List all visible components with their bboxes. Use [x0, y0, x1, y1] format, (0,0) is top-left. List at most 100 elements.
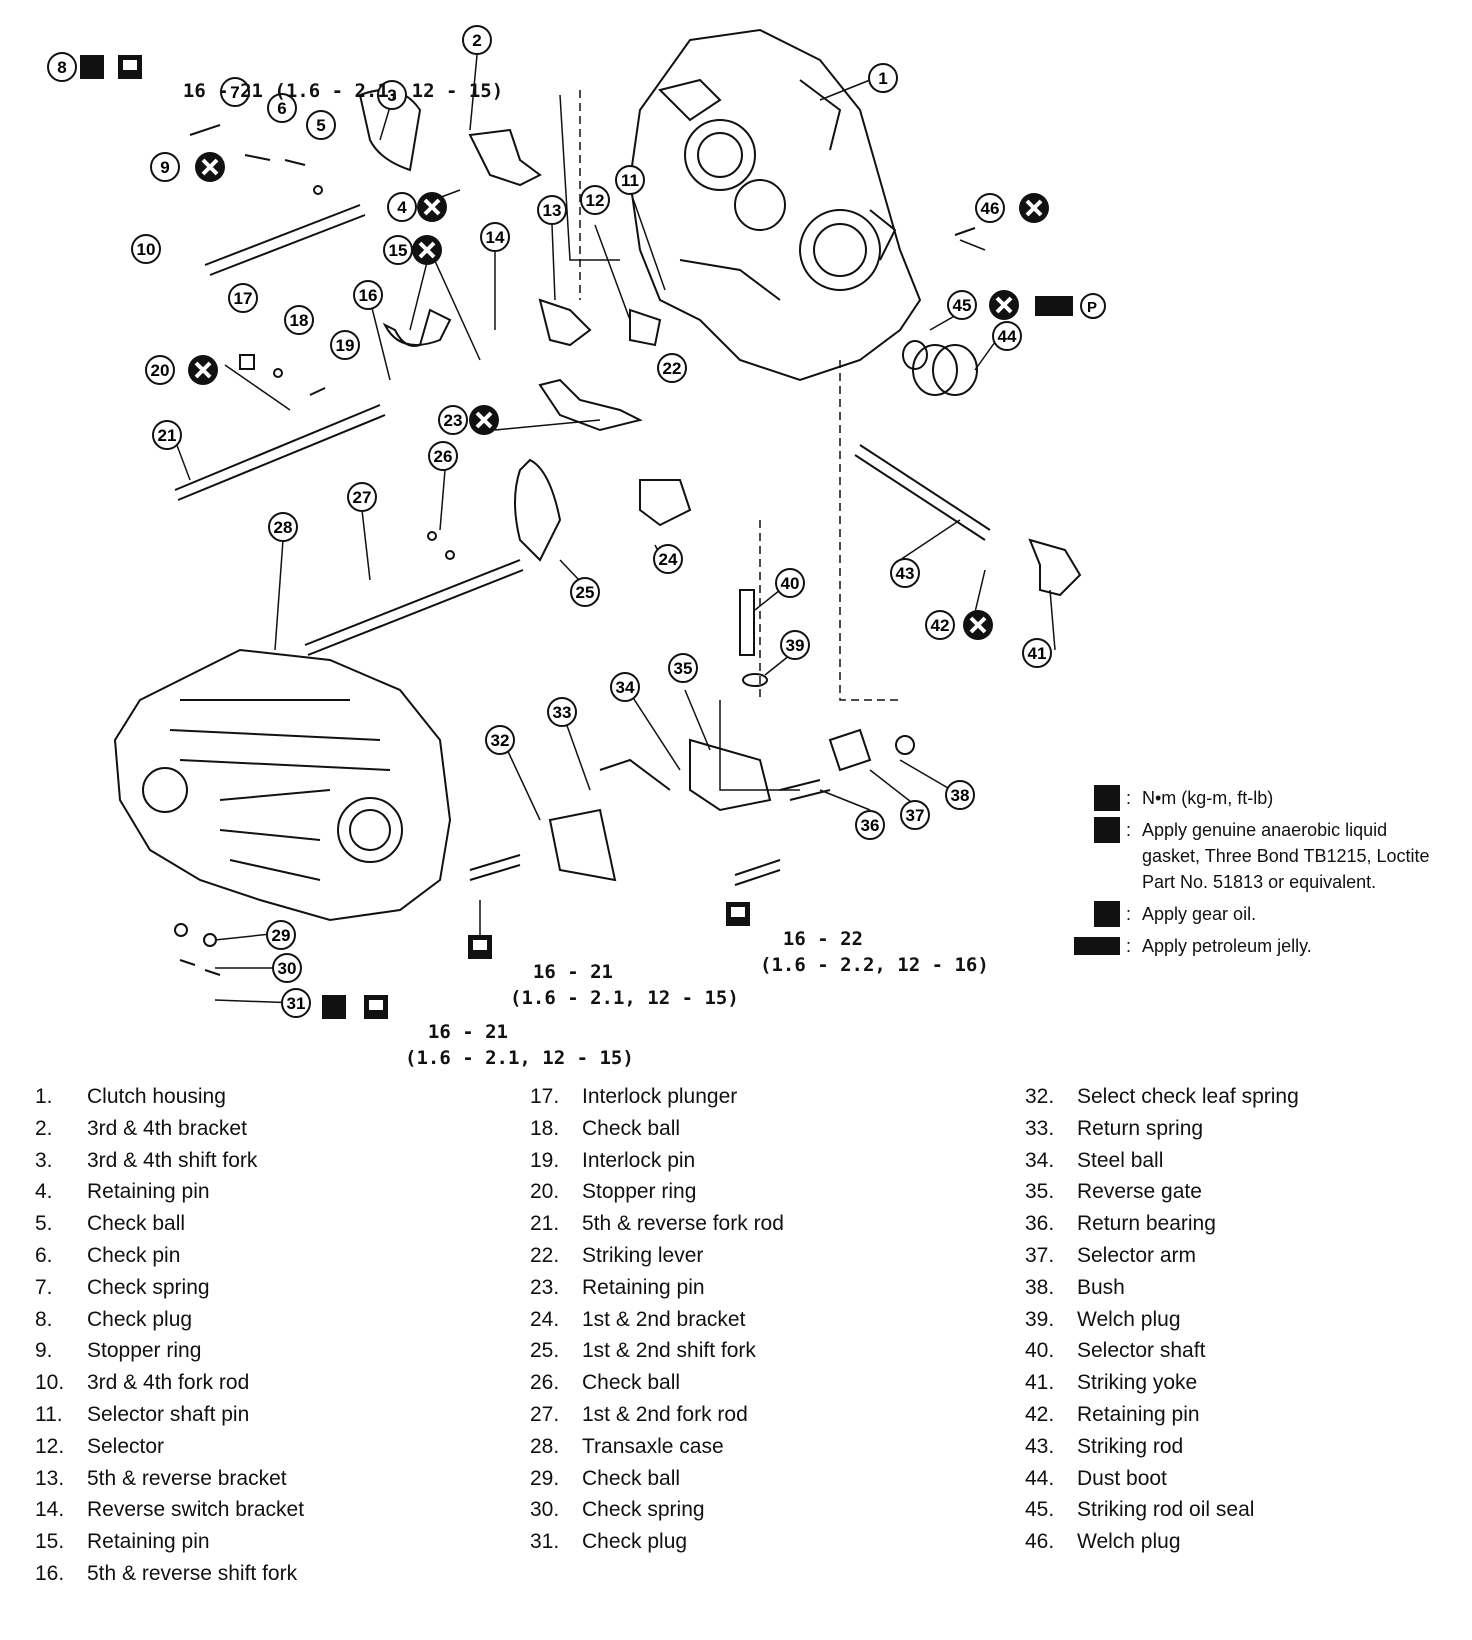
- callout-number: 41: [1028, 644, 1047, 663]
- part-list-item: 45.Striking rod oil seal: [1025, 1498, 1472, 1530]
- part-name: Selector arm: [1077, 1243, 1197, 1267]
- part-number: 22.: [530, 1243, 560, 1267]
- callout-number: 3: [387, 86, 396, 105]
- callout-number: 44: [998, 327, 1017, 346]
- callout-circle: [152, 420, 182, 450]
- part-list-item: 15.Retaining pin: [35, 1530, 505, 1562]
- dust-boot: [902, 340, 978, 396]
- part-name: Selector shaft pin: [87, 1402, 250, 1426]
- part-number: 32.: [1025, 1085, 1055, 1108]
- part-name: 1st & 2nd fork rod: [582, 1402, 748, 1426]
- part-number: 7.: [35, 1275, 53, 1299]
- exploded-parts-diagram: 1234567891011121314151617181920212223242…: [47, 25, 1082, 1018]
- part-name: 5th & reverse bracket: [87, 1466, 287, 1490]
- callout-number: 23: [444, 411, 463, 430]
- torque-label-check-plug-31: 16 - 21(1.6 - 2.1, 12 - 15): [405, 1021, 634, 1069]
- part-number: 13.: [35, 1466, 65, 1490]
- part-list-item: 29.Check ball: [530, 1467, 1000, 1499]
- callout-number: 35: [674, 659, 693, 678]
- part-name: Check ball: [582, 1371, 681, 1395]
- callout-number: 4: [397, 198, 407, 217]
- part-name: 5th & reverse fork rod: [582, 1212, 784, 1236]
- part-name: Check spring: [87, 1275, 210, 1299]
- part-list-item: 35.Reverse gate: [1025, 1180, 1472, 1212]
- part-name: Interlock plunger: [582, 1085, 738, 1108]
- callout-circle: [570, 577, 600, 607]
- callout-number: 32: [491, 731, 510, 750]
- part-number: 43.: [1025, 1434, 1055, 1458]
- callout-number: 36: [861, 816, 880, 835]
- callout-circle: [615, 165, 645, 195]
- callout-circle: [228, 283, 258, 313]
- part-number: 12.: [35, 1434, 65, 1458]
- part-number: 8.: [35, 1307, 53, 1331]
- part-number: 27.: [530, 1402, 560, 1426]
- callout-number: 33: [553, 703, 572, 722]
- part-name: 3rd & 4th fork rod: [87, 1371, 250, 1395]
- part-name: Selector shaft: [1077, 1339, 1206, 1363]
- callout-circle: [266, 920, 296, 950]
- callout-circle: [47, 52, 77, 82]
- part-list-item: 24.1st & 2nd bracket: [530, 1308, 1000, 1340]
- callout-number: 10: [137, 240, 156, 259]
- callout-circle: [428, 441, 458, 471]
- callout-circle: [947, 290, 977, 320]
- part-number: 20.: [530, 1180, 560, 1204]
- symbol-legend: : N•m (kg-m, ft-lb) : Apply genuine anae…: [1050, 785, 1430, 965]
- part-name: Welch plug: [1077, 1530, 1181, 1554]
- callout-number: 15: [389, 241, 408, 260]
- part-name: Retaining pin: [582, 1275, 705, 1299]
- callout-number: 43: [896, 564, 915, 583]
- part-list-item: 40.Selector shaft: [1025, 1339, 1472, 1371]
- callout-number: 25: [576, 583, 595, 602]
- part-name: Check ball: [582, 1466, 681, 1490]
- part-name: Transaxle case: [582, 1434, 724, 1458]
- callout-circle: [306, 110, 336, 140]
- fork-rods: [174, 204, 991, 656]
- torque-label-check-plug-8: 16 - 21 (1.6 - 2.1, 12 - 15): [182, 80, 504, 102]
- callout-number: 11: [621, 171, 639, 190]
- part-number: 26.: [530, 1371, 560, 1395]
- part-number: 41.: [1025, 1371, 1055, 1395]
- part-list-item: 36.Return bearing: [1025, 1212, 1472, 1244]
- callout-circle: [330, 330, 360, 360]
- part-number: 14.: [35, 1498, 65, 1522]
- callout-circle: [945, 780, 975, 810]
- part-list-item: 32.Select check leaf spring: [1025, 1085, 1472, 1117]
- callout-numbers: 1234567891011121314151617181920212223242…: [47, 25, 1052, 1018]
- torque-label-leaf-spring-bolt: 16 - 21(1.6 - 2.1, 12 - 15): [510, 961, 739, 1009]
- part-name: Bush: [1077, 1275, 1125, 1299]
- callout-circle: [281, 988, 311, 1018]
- part-name: Dust boot: [1077, 1466, 1167, 1490]
- part-number: 16.: [35, 1561, 65, 1585]
- callout-circle: [537, 195, 567, 225]
- part-list-item: 21.5th & reverse fork rod: [530, 1212, 1000, 1244]
- part-name: Retaining pin: [87, 1180, 210, 1204]
- part-name: 1st & 2nd shift fork: [582, 1339, 756, 1363]
- callout-number: 27: [353, 488, 372, 507]
- part-list-item: 12.Selector: [35, 1435, 505, 1467]
- part-list-item: 16.5th & reverse shift fork: [35, 1562, 505, 1594]
- part-name: Check plug: [87, 1307, 193, 1331]
- part-list-item: 20.Stopper ring: [530, 1180, 1000, 1212]
- callout-number: 18: [290, 311, 309, 330]
- callout-circle: [462, 25, 492, 55]
- part-name: Reverse switch bracket: [87, 1498, 305, 1522]
- small-parts: [174, 124, 976, 976]
- part-number: 36.: [1025, 1212, 1055, 1236]
- replace-part-markers: [188, 152, 1049, 640]
- part-name: Check plug: [582, 1530, 688, 1554]
- part-list-item: 19.Interlock pin: [530, 1149, 1000, 1181]
- part-number: 10.: [35, 1371, 65, 1395]
- part-list-item: 14. Reverse switch bracket: [35, 1498, 505, 1530]
- callout-number: 38: [951, 786, 970, 805]
- leader-lines: [174, 54, 1056, 1004]
- part-number: 19.: [530, 1148, 560, 1172]
- part-number: 37.: [1025, 1243, 1055, 1267]
- torque-wrench-icon: [1094, 785, 1120, 811]
- transaxle-case-drawing: [113, 648, 452, 922]
- legend-row-gasket: : Apply genuine anaerobic liquid gasket,…: [1050, 817, 1430, 895]
- callout-number: 7: [230, 83, 239, 102]
